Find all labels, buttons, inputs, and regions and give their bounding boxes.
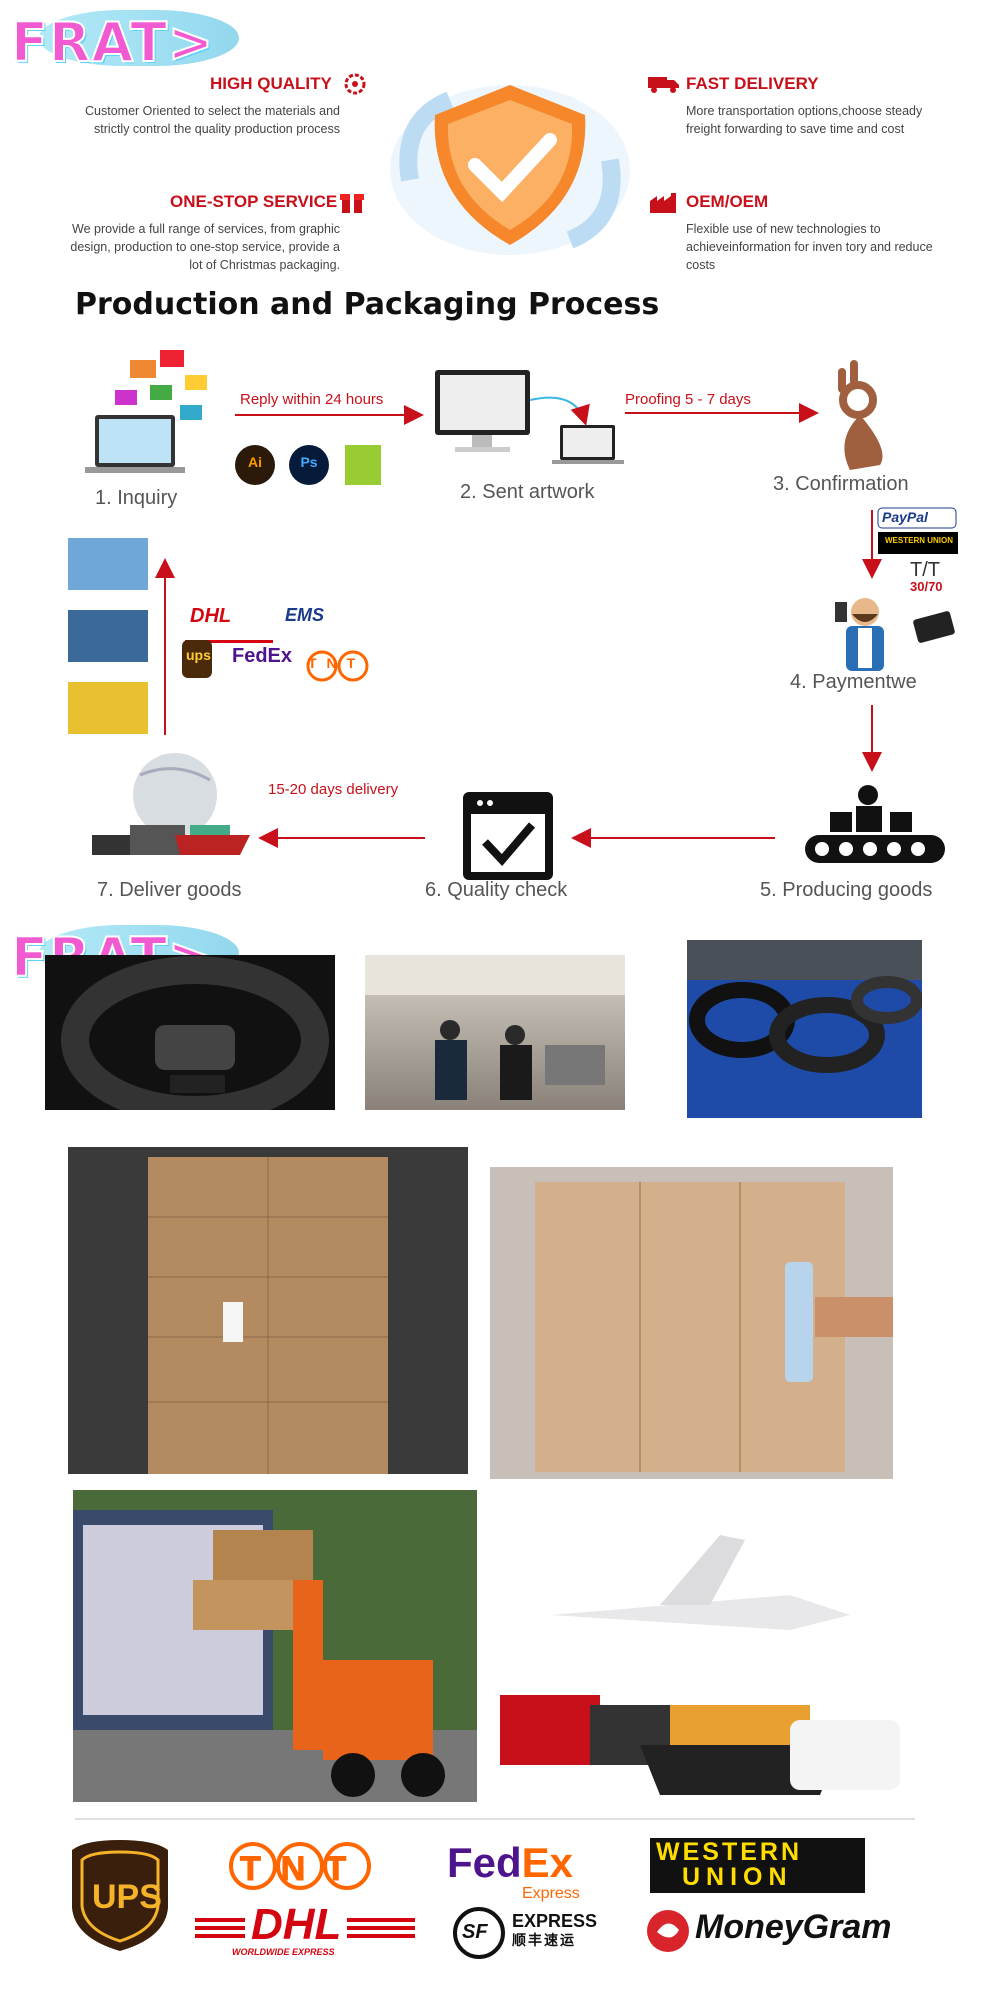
airplane-thumb xyxy=(68,538,148,590)
step-deliver: 7. Deliver goods xyxy=(97,879,242,901)
step-inquiry: 1. Inquiry xyxy=(95,487,178,509)
logo-swoosh xyxy=(39,10,239,66)
product-table-photo xyxy=(687,940,922,1118)
factory-icon xyxy=(650,193,676,213)
dhl-tagline: WORLDWIDE EXPRESS xyxy=(232,1947,335,1957)
feature-title-high-quality: HIGH QUALITY xyxy=(210,74,332,93)
ups-shield-icon xyxy=(72,1840,168,1951)
step-confirmation: 3. Confirmation xyxy=(773,473,909,495)
gear-icon xyxy=(344,73,366,95)
truck-icon xyxy=(648,77,679,93)
arrow-label-proofing: Proofing 5 - 7 days xyxy=(625,391,751,408)
paypal-logo: PayPal xyxy=(882,509,928,525)
ps-icon: Ps xyxy=(300,454,318,470)
dhl-mini-logo: DHL xyxy=(190,605,232,627)
step-sent-artwork: 2. Sent artwork xyxy=(460,481,595,503)
feature-title-fast-delivery: FAST DELIVERY xyxy=(686,74,819,93)
brand-name: FRAT> xyxy=(10,11,215,74)
ems-mini-logo: EMS xyxy=(285,605,325,625)
tnt-mini-logo: TNT xyxy=(308,655,366,671)
feature-text-one-stop: We provide a full range of services, fro… xyxy=(70,222,340,272)
file-icon xyxy=(345,445,381,485)
step-payment: 4. Paymentwe xyxy=(790,671,917,693)
factory-workers-photo xyxy=(365,955,625,1110)
shield-check-icon xyxy=(390,85,630,255)
process-diagram xyxy=(68,350,958,880)
payment-person-icon xyxy=(835,598,955,671)
sf-mark: SF xyxy=(462,1921,488,1943)
fedex-logo: FedEx xyxy=(447,1842,573,1884)
globe-delivery-icon xyxy=(92,753,250,855)
tt-ratio: 30/70 xyxy=(910,579,943,594)
conveyor-icon xyxy=(805,785,945,863)
ai-icon: Ai xyxy=(248,454,262,470)
brand-logo: FRAT> xyxy=(5,10,245,74)
ship-thumb xyxy=(68,610,148,662)
ups-logo-text: UPS xyxy=(92,1878,162,1916)
sf-express-text: EXPRESS xyxy=(512,1911,598,1931)
feature-text-oem: Flexible use of new technologies to achi… xyxy=(686,222,933,272)
divider xyxy=(75,1818,915,1820)
monitor-icon xyxy=(435,370,624,464)
western-union-badge: WESTERN UNION xyxy=(885,536,953,545)
feature-title-one-stop: ONE-STOP SERVICE xyxy=(170,192,338,211)
arrow-label-delivery: 15-20 days delivery xyxy=(268,781,399,798)
tt-label: T/T xyxy=(910,559,940,581)
ok-hand-icon xyxy=(838,360,883,470)
tnt-rings-icon xyxy=(229,1842,371,1890)
arrow-label-reply: Reply within 24 hours xyxy=(240,391,384,408)
transport-vehicles-photo xyxy=(490,1495,910,1805)
ups-mini-logo: ups xyxy=(186,647,211,663)
fedex-fed: Fed xyxy=(447,1839,522,1886)
truck-thumb xyxy=(68,682,148,734)
steering-wheel-photo xyxy=(45,955,335,1110)
wu-line-1: WESTERN xyxy=(656,1838,802,1866)
feature-text-fast-delivery: More transportation options,choose stead… xyxy=(686,104,923,136)
feature-title-oem: OEM/OEM xyxy=(686,192,769,211)
moneygram-logo: MoneyGram xyxy=(695,1908,892,1946)
sf-chinese-text: 顺丰速运 xyxy=(512,1933,576,1949)
forklift-loading-photo xyxy=(73,1490,477,1802)
boxes-stack-photo xyxy=(68,1147,468,1474)
pallet-wrap-photo xyxy=(490,1167,893,1479)
step-quality-check: 6. Quality check xyxy=(425,879,568,901)
fedex-mini-logo: FedEx xyxy=(232,645,293,667)
checkbox-icon xyxy=(463,792,553,880)
moneygram-globe-icon xyxy=(647,1910,689,1952)
sf-circle-icon xyxy=(453,1907,505,1959)
process-heading: Production and Packaging Process xyxy=(75,287,660,322)
fedex-express-label: Express xyxy=(522,1885,580,1902)
feature-text-high-quality: Customer Oriented to select the material… xyxy=(85,104,340,136)
inquiry-laptop-icon xyxy=(85,350,207,473)
dhl-logo: DHL xyxy=(245,1903,348,1947)
wu-line-2: UNION xyxy=(682,1863,793,1891)
step-producing: 5. Producing goods xyxy=(760,879,933,901)
fedex-ex: Ex xyxy=(521,1839,574,1886)
gift-box-icon xyxy=(340,194,364,213)
western-union-logo: WESTERN UNION xyxy=(650,1838,865,1893)
